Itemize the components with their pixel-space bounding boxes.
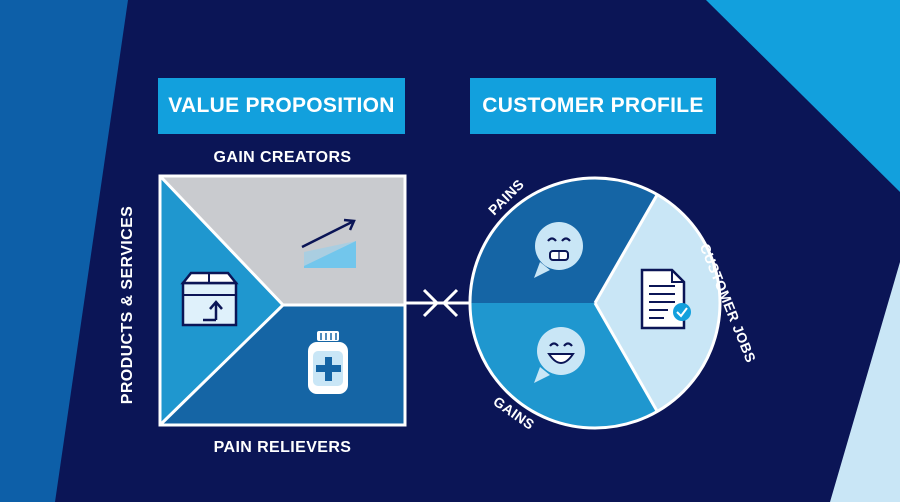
products-services-label: PRODUCTS & SERVICES xyxy=(119,205,136,405)
pain-relievers-label: PAIN RELIEVERS xyxy=(213,439,352,456)
medicine-bottle-icon xyxy=(308,331,348,394)
box-upload-icon xyxy=(180,271,239,327)
divider-line xyxy=(158,174,285,307)
customer-profile-header: CUSTOMER PROFILE xyxy=(470,78,716,134)
circle-border xyxy=(468,176,722,430)
sad-face-icon xyxy=(534,222,583,278)
happy-face-icon xyxy=(534,327,585,383)
left-accent-shape xyxy=(0,0,128,502)
top-right-accent-shape xyxy=(706,0,900,192)
bottom-right-accent-shape xyxy=(830,262,900,502)
gain-creators-section xyxy=(160,176,405,305)
divider-line xyxy=(158,303,285,427)
value-proposition-header: VALUE PROPOSITION xyxy=(158,78,405,134)
value-proposition-square xyxy=(158,174,407,427)
pain-relievers-section xyxy=(160,305,405,425)
square-border xyxy=(158,174,407,427)
gain-creators-label: GAIN CREATORS xyxy=(213,149,352,166)
growth-chart-icon xyxy=(301,218,356,268)
document-check-icon xyxy=(640,268,691,330)
